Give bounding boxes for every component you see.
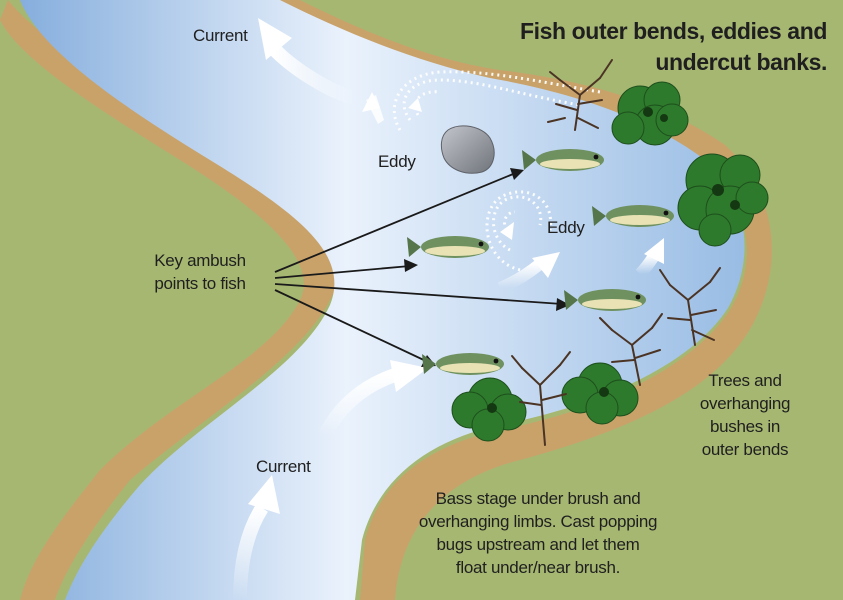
- title-line-2: undercut banks.: [520, 47, 827, 78]
- label-current-top: Current: [193, 24, 248, 47]
- bass-line-4: float under/near brush.: [393, 556, 683, 579]
- title-line-1: Fish outer bends, eddies and: [520, 16, 827, 47]
- label-trees: Trees and overhanging bushes in outer be…: [680, 369, 810, 461]
- ambush-line-2: points to fish: [135, 272, 265, 295]
- label-bass-tip: Bass stage under brush and overhanging l…: [393, 487, 683, 579]
- trees-line-3: bushes in: [680, 415, 810, 438]
- ambush-line-1: Key ambush: [135, 249, 265, 272]
- bass-line-3: bugs upstream and let them: [393, 533, 683, 556]
- bass-line-1: Bass stage under brush and: [393, 487, 683, 510]
- trees-line-2: overhanging: [680, 392, 810, 415]
- diagram-title: Fish outer bends, eddies and undercut ba…: [520, 16, 827, 78]
- label-key-ambush: Key ambush points to fish: [135, 249, 265, 295]
- trees-line-4: outer bends: [680, 438, 810, 461]
- label-eddy-middle: Eddy: [547, 216, 585, 239]
- trees-line-1: Trees and: [680, 369, 810, 392]
- label-current-bottom: Current: [256, 455, 311, 478]
- label-eddy-top: Eddy: [378, 150, 416, 173]
- bass-line-2: overhanging limbs. Cast popping: [393, 510, 683, 533]
